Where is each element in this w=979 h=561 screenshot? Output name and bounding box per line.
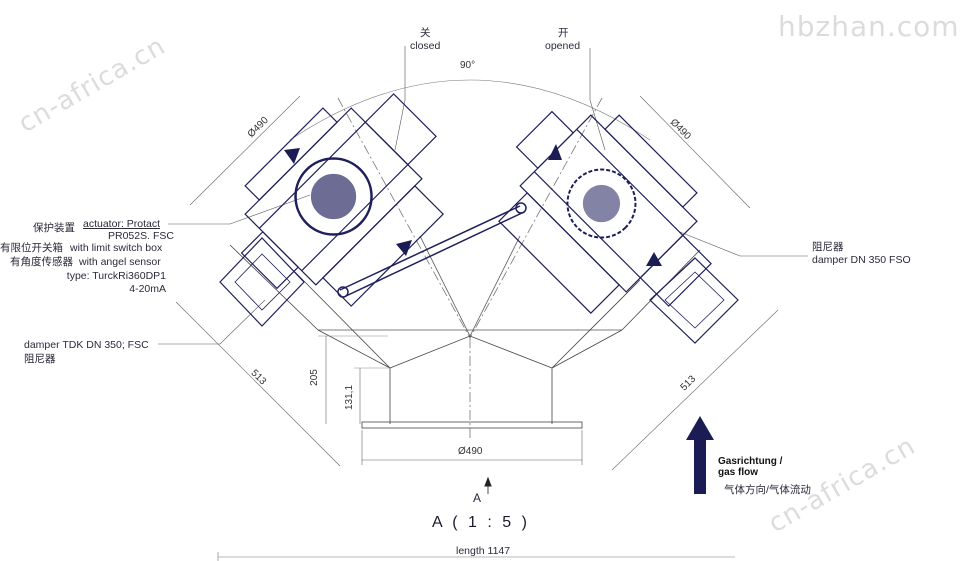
left-actuator-box: [219, 237, 305, 327]
linkage-rod: [337, 202, 527, 298]
angel-en: with angel sensor: [79, 256, 161, 268]
protect-cn: 保护装置: [33, 222, 75, 234]
gas-line1: Gasrichtung /: [718, 456, 783, 467]
closed-label-en: closed: [410, 40, 441, 52]
opened-label-en: opened: [545, 40, 581, 52]
left-damper-assembly: [240, 93, 444, 307]
gas-flow-label: Gasrichtung / gas flow: [718, 456, 782, 478]
dim-205: 205: [308, 369, 320, 386]
flow-arrows: [284, 144, 662, 266]
actuator-line2: PR052S. FSC: [108, 230, 174, 242]
arrow-closed-icon: [284, 148, 300, 164]
gas-flow-arrow: [686, 416, 714, 494]
type-line: type: TurckRi360DP1: [66, 270, 166, 282]
view-title: A ( 1 : 5 ): [432, 514, 530, 531]
bottom-flange: [361, 421, 583, 429]
opened-label-cn: 开: [558, 27, 569, 39]
damper-left-en: damper TDK DN 350; FSC: [24, 339, 149, 351]
damper-right-cn: 阻尼器: [812, 241, 844, 253]
damper-left-cn: 阻尼器: [24, 353, 56, 365]
gas-cn: 气体方向/气体流动: [724, 484, 811, 496]
damper-right-en: damper DN 350 FSO: [812, 254, 911, 266]
right-actuator-box: [649, 257, 739, 344]
closed-label-cn: 关: [420, 27, 431, 39]
actuator-line1: actuator: Protact: [83, 218, 161, 230]
angle-arc: [289, 79, 651, 141]
layout-lines: [158, 46, 808, 561]
length-label: length 1147: [456, 545, 511, 557]
right-damper-assembly: [498, 110, 712, 314]
dim-131: 131,1: [344, 384, 356, 411]
watermark-top-right: hbzhan.com: [778, 10, 960, 43]
limit-cn: 有限位开关箱: [0, 242, 63, 254]
angel-cn: 有角度传感器: [10, 256, 73, 268]
ma-line: 4-20mA: [129, 283, 166, 295]
limit-en: with limit switch box: [70, 242, 163, 254]
gas-line2: gas flow: [718, 467, 759, 478]
dia-bottom-label: Ø490: [458, 446, 483, 457]
view-arrow: [484, 476, 492, 494]
arrow-opened-icon: [548, 144, 562, 160]
angle-label: 90°: [460, 60, 476, 71]
view-marker: A: [473, 491, 482, 505]
